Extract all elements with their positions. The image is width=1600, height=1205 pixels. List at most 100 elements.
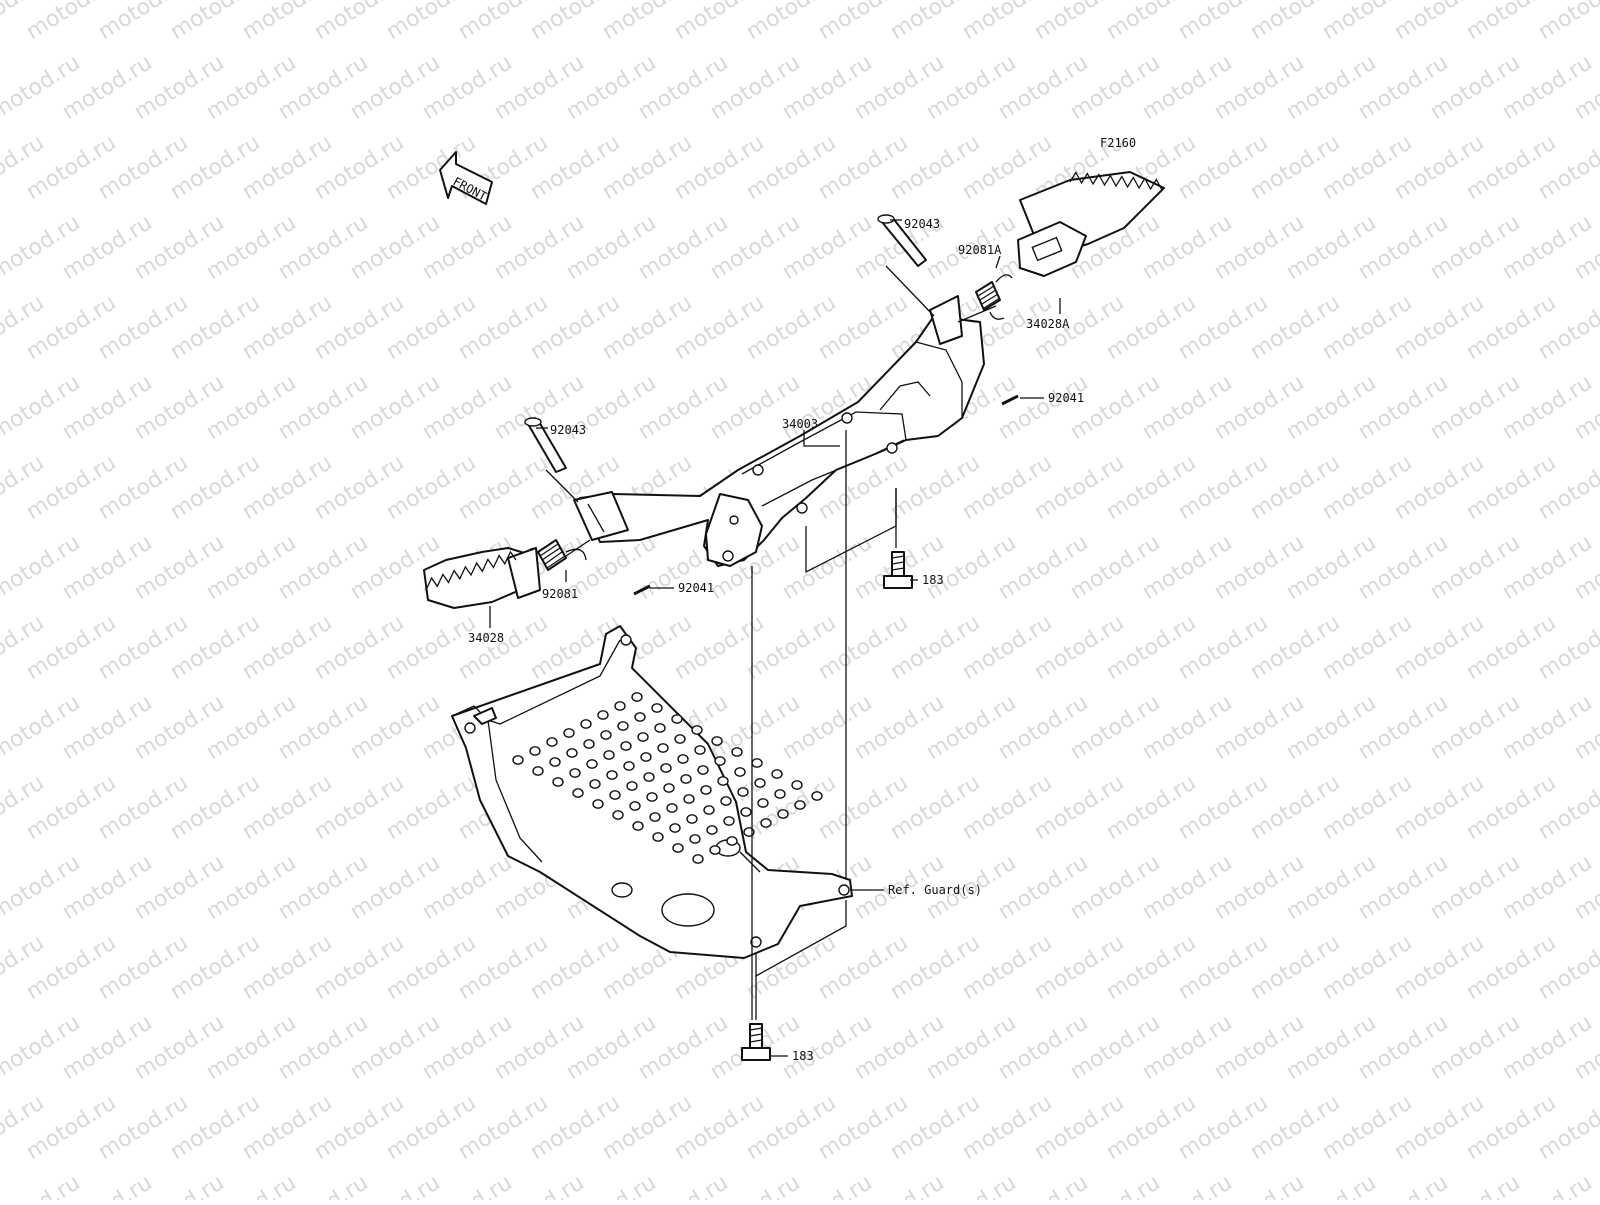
callout-bolt-upper: 183 (922, 573, 944, 587)
perforation-hole (552, 777, 564, 787)
perforation-hole (580, 719, 592, 729)
perforation-hole (723, 816, 735, 826)
perforation-hole (697, 765, 709, 775)
callout-peg-left: 34028 (468, 631, 504, 645)
perforation-hole (652, 832, 664, 842)
perforation-hole (592, 799, 604, 809)
perforation-hole (672, 843, 684, 853)
perforation-hole (680, 774, 692, 784)
perforation-hole (629, 801, 641, 811)
perforation-hole (714, 756, 726, 766)
perforation-hole (777, 809, 789, 819)
perforation-hole (614, 701, 626, 711)
callout-cotter-right: 92041 (1048, 391, 1084, 405)
perforation-hole (683, 794, 695, 804)
assembly-lines (545, 265, 997, 1020)
perforation-hole (692, 854, 704, 864)
perforation-hole (737, 787, 749, 797)
cotter-pin-right (1001, 394, 1019, 406)
perforation-hole (632, 821, 644, 831)
watermark-text: motod.ru (0, 1170, 85, 1200)
perforation-hole (569, 768, 581, 778)
pin-left (524, 417, 567, 473)
perforation-hole (532, 766, 544, 776)
perforation-hole (597, 710, 609, 720)
perforation-hole (657, 743, 669, 753)
perforation-hole (640, 752, 652, 762)
perforation-hole (757, 798, 769, 808)
perforation-hole (654, 723, 666, 733)
callout-spring-right: 92081A (958, 243, 1002, 257)
perforation-hole (589, 779, 601, 789)
perforation-hole (791, 780, 803, 790)
perforation-hole (660, 763, 672, 773)
perforation-hole (726, 836, 738, 846)
callout-spring-left: 92081 (542, 587, 578, 601)
perforation-hole (637, 732, 649, 742)
perforation-hole (529, 746, 541, 756)
callout-labels (489, 219, 1061, 1057)
perforation-hole (674, 734, 686, 744)
perforation-hole (731, 747, 743, 757)
perforation-hole (677, 754, 689, 764)
perforation-hole (566, 748, 578, 758)
perforation-hole (709, 845, 721, 855)
perforation-hole (512, 755, 524, 765)
perforation-hole (774, 789, 786, 799)
perforation-hole (612, 810, 624, 820)
perforation-hole (751, 758, 763, 768)
perforation-hole (740, 807, 752, 817)
perforation-hole (689, 834, 701, 844)
perforation-hole (734, 767, 746, 777)
perforation-hole (703, 805, 715, 815)
perforation-hole (623, 761, 635, 771)
callout-cotter-left: 92041 (678, 581, 714, 595)
perforation-hole (717, 776, 729, 786)
perforation-hole (669, 823, 681, 833)
perforation-hole (634, 712, 646, 722)
perforation-hole (572, 788, 584, 798)
callout-pin-left: 92043 (550, 423, 586, 437)
spring-left (526, 539, 587, 571)
perforation-hole (794, 800, 806, 810)
perforation-hole (609, 790, 621, 800)
footpeg-bracket (573, 295, 985, 567)
footpeg-left (423, 547, 541, 609)
pin-right (877, 214, 927, 267)
perforation-hole (546, 737, 558, 747)
perforation-hole (600, 730, 612, 740)
bolt-lower (741, 1023, 771, 1061)
callout-pin-right: 92043 (904, 217, 940, 231)
cotter-pin-left (633, 584, 651, 596)
perforation-hole (811, 791, 823, 801)
perforation-hole (686, 814, 698, 824)
perforation-hole (760, 818, 772, 828)
perforation-hole (720, 796, 732, 806)
callout-reference-guard: Ref. Guard(s) (888, 883, 982, 897)
perforation-hole (671, 714, 683, 724)
spring-right (975, 274, 1013, 320)
callout-bracket: 34003 (782, 417, 818, 431)
perforation-hole (631, 692, 643, 702)
perforation-hole (711, 736, 723, 746)
perforation-hole (586, 759, 598, 769)
callout-peg-right: 34028A (1026, 317, 1070, 331)
perforation-hole (626, 781, 638, 791)
callout-bolt-lower: 183 (792, 1049, 814, 1063)
perforation-hole (563, 728, 575, 738)
perforation-hole (700, 785, 712, 795)
perforation-hole (663, 783, 675, 793)
perforation-hole (549, 757, 561, 767)
perforation-hole (583, 739, 595, 749)
perforation-hole (649, 812, 661, 822)
perforation-hole (617, 721, 629, 731)
perforation-hole (771, 769, 783, 779)
perforation-hole (620, 741, 632, 751)
perforation-hole (643, 772, 655, 782)
perforation-hole (706, 825, 718, 835)
watermark-text: motod.ru (1534, 0, 1600, 45)
figure-id: F2160 (1100, 136, 1136, 150)
perforation-hole (603, 750, 615, 760)
